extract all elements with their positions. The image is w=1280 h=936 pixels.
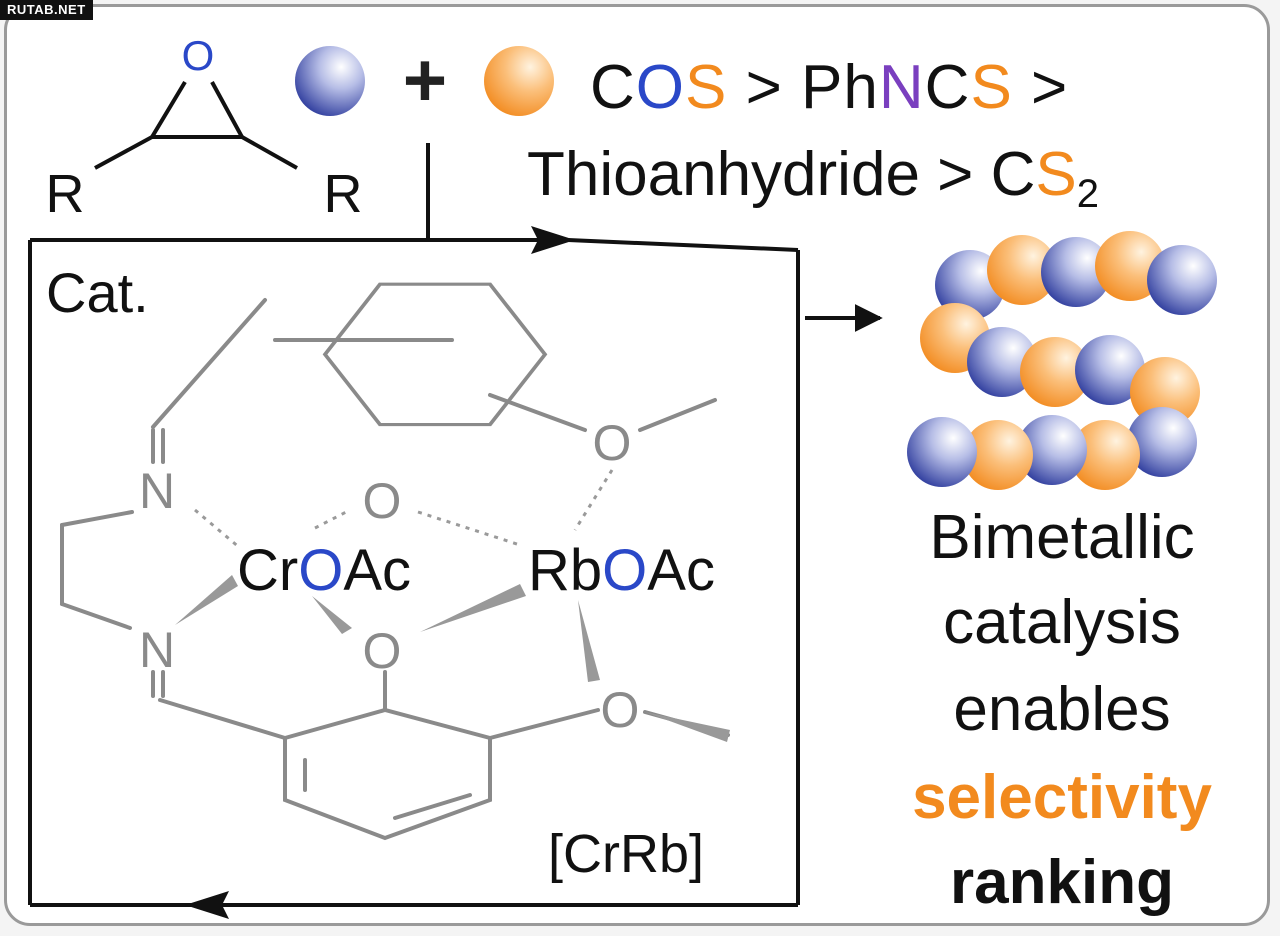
bottom-ring-inner-bottom <box>393 793 472 820</box>
ligand-o-methoxy-bottom: O <box>601 682 640 738</box>
ranking-line-1-segment: C <box>590 53 636 122</box>
ligand-o-phenoxy-top: O <box>363 473 402 529</box>
catalyst-ligand <box>60 282 730 841</box>
caption-line-3: enables <box>953 675 1170 744</box>
chain-sphere-blue <box>1041 237 1111 307</box>
cr-acetate: Ac <box>343 538 411 603</box>
epoxide-r-right: R <box>324 164 363 224</box>
caption: Bimetallic catalysis enables selectivity… <box>912 503 1212 917</box>
caption-line-2: catalysis <box>943 588 1181 657</box>
rubidium-center: RbOAc <box>528 538 715 603</box>
hash-o-rb <box>417 510 521 547</box>
ranking-line-2: Thioanhydride > CS2 <box>527 140 1099 216</box>
top-imine-bond <box>151 298 267 429</box>
bottom-methoxy-bond <box>488 708 600 740</box>
ranking-line-1-segment: N <box>879 53 925 122</box>
rb-acetate: Ac <box>647 538 715 603</box>
epoxide-co-bond-right <box>210 81 244 138</box>
chromium-center: CrOAc <box>237 538 411 603</box>
hash-n-cr <box>194 508 241 550</box>
ranking-line-1-segment: > <box>1013 53 1068 122</box>
epoxide-monomer-sphere <box>295 46 365 116</box>
ranking-line-2-text: Thioanhydride > C <box>527 140 1035 209</box>
caption-line-1: Bimetallic <box>929 503 1194 572</box>
bottom-imine-bond <box>158 698 287 740</box>
wedge-cr-o <box>312 596 352 634</box>
ranking-line-1-segment: S <box>970 53 1012 122</box>
heterocumulene-sphere <box>484 46 554 116</box>
epoxide-r-bond-right <box>241 135 298 170</box>
cycle-box <box>28 143 800 907</box>
chain-sphere-orange <box>963 420 1033 490</box>
chain-sphere-orange <box>987 235 1057 305</box>
ranking-cs2-subscript: 2 <box>1077 172 1099 216</box>
chain-sphere-orange <box>1130 357 1200 427</box>
epoxide-oxygen: O <box>182 32 215 79</box>
top-benzene-ring <box>322 282 548 427</box>
epoxide-r-left: R <box>46 164 85 224</box>
epoxide-r-bond-left <box>94 135 153 170</box>
catalyst-name: [CrRb] <box>548 824 704 884</box>
chain-sphere-blue <box>1127 407 1197 477</box>
top-methyl-bond <box>638 398 717 432</box>
cr-acetate-oxygen: O <box>298 538 343 603</box>
ligand-n-top: N <box>139 463 175 519</box>
wedge-bonds <box>175 575 730 742</box>
cr-symbol: Cr <box>237 538 298 603</box>
ligand-n-bottom: N <box>139 622 175 678</box>
ranking-line-1-segment: C <box>925 53 971 122</box>
chain-sphere-blue <box>1017 415 1087 485</box>
wedge-rb-o <box>578 600 600 682</box>
cycle-arrowhead-bottom <box>185 891 229 919</box>
polymer-chain <box>907 231 1217 490</box>
rb-symbol: Rb <box>528 538 602 603</box>
epoxide <box>94 80 298 170</box>
chain-sphere-orange <box>1020 337 1090 407</box>
ranking-line-1-segment: S <box>685 53 727 122</box>
ethylene-bottom <box>60 602 132 630</box>
chain-sphere-orange <box>1070 420 1140 490</box>
hashed-bonds <box>194 469 614 550</box>
watermark: RUTAB.NET <box>0 0 93 20</box>
chain-sphere-blue <box>1147 245 1217 315</box>
caption-last: ranking <box>950 848 1174 917</box>
ligand-o-phenoxy-bottom: O <box>363 623 402 679</box>
ranking-cs2-sulfur: S <box>1035 140 1076 209</box>
wedge-n-cr <box>175 575 238 625</box>
bottom-benzene-ring <box>283 707 492 841</box>
cycle-top-edge-right <box>567 238 799 252</box>
hash-o-cr <box>314 508 351 530</box>
rb-acetate-oxygen: O <box>602 538 647 603</box>
ethylene-top <box>60 510 134 527</box>
chain-sphere-blue <box>1075 335 1145 405</box>
ranking-line-1-segment: > Ph <box>727 53 879 122</box>
ranking-line-1-segment: O <box>636 53 685 122</box>
chain-sphere-blue <box>967 327 1037 397</box>
ranking-line-1: COS > PhNCS > <box>590 53 1068 122</box>
plus-sign: + <box>403 38 447 123</box>
wedge-o-me <box>645 712 730 742</box>
cat-label: Cat. <box>46 261 149 324</box>
chain-sphere-blue <box>907 417 977 487</box>
hash-ome-rb <box>573 469 614 531</box>
cycle-arrowhead-top <box>531 226 575 254</box>
wedge-o-rb <box>420 584 526 632</box>
top-methoxy-bond <box>488 393 587 432</box>
epoxide-co-bond-left <box>150 80 187 139</box>
ligand-o-methoxy-top: O <box>593 415 632 471</box>
caption-highlight: selectivity <box>912 763 1212 832</box>
